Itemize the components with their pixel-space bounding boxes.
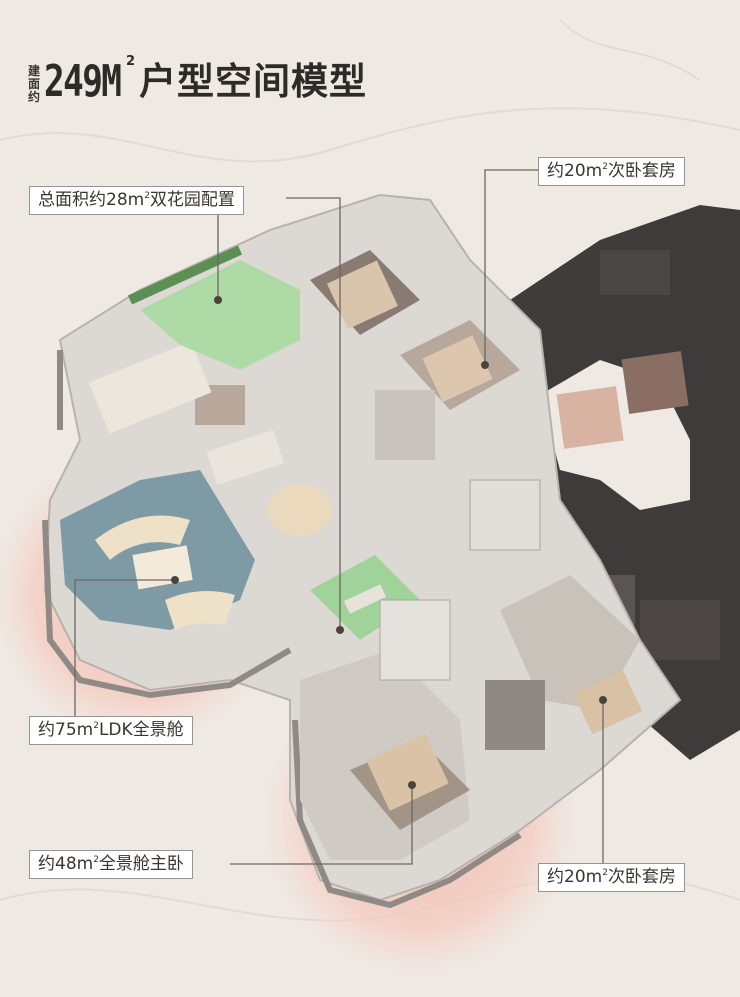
area-number: 249M [44, 56, 122, 107]
callout-second-bedroom-bottom: 约20m2次卧套房 [538, 863, 685, 892]
bedrooms-top [310, 250, 541, 551]
callout-text: 双花园配置 [149, 190, 235, 210]
ldk-area [60, 341, 332, 630]
prefix-char: 面 [28, 77, 41, 91]
callout-master-bedroom: 约48m2全景舱主卧 [29, 850, 193, 879]
callout-sup: 2 [144, 191, 150, 201]
leader-dots [171, 296, 607, 789]
prefix-char: 建 [28, 64, 41, 78]
gardens [127, 245, 420, 640]
leader-lines [74, 169, 604, 865]
bedrooms-bottom [300, 575, 643, 860]
area-superscript: 2 [126, 54, 136, 69]
callout-text: 约20m [547, 867, 603, 887]
prefix-char: 约 [28, 90, 41, 104]
callout-text: LDK全景舱 [98, 720, 184, 740]
callout-sup: 2 [93, 721, 99, 731]
callout-text: 全景舱主卧 [98, 854, 184, 874]
callout-text: 约75m [38, 720, 94, 740]
callout-text: 次卧套房 [607, 161, 676, 181]
callout-sup: 2 [93, 855, 99, 865]
page-header: 建 面 约 249M 2 户型空间模型 [28, 52, 367, 104]
callout-sup: 2 [602, 162, 608, 172]
area-prefix: 建 面 约 [28, 65, 40, 104]
callout-text: 总面积约28m [38, 190, 145, 210]
dark-wing [510, 205, 740, 760]
callout-text: 次卧套房 [607, 867, 676, 887]
callout-second-bedroom-top: 约20m2次卧套房 [538, 157, 685, 186]
callout-sup: 2 [602, 868, 608, 878]
callout-text: 约20m [547, 161, 603, 181]
page-title: 户型空间模型 [139, 60, 368, 103]
callout-ldk: 约75m2LDK全景舱 [29, 716, 193, 745]
callout-garden: 总面积约28m2双花园配置 [29, 186, 244, 215]
callout-text: 约48m [38, 854, 94, 874]
